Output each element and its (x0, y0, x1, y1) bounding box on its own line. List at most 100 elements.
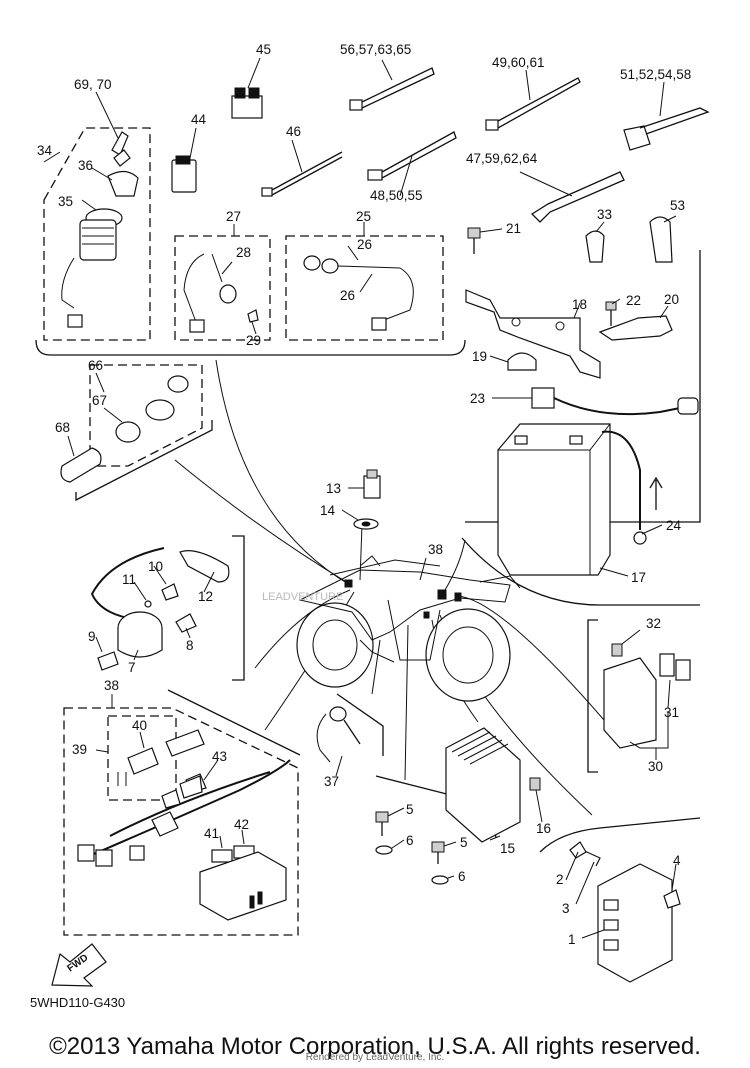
callout-38-group: 38 (104, 678, 119, 693)
part-36-switch-cover (107, 170, 139, 197)
part-22-screw (605, 301, 617, 326)
part-46-band (261, 151, 343, 197)
part-69-70-key (111, 131, 131, 167)
callout-15: 15 (500, 841, 515, 856)
part-51-holder (623, 107, 710, 151)
callout-49-60-61: 49,60,61 (492, 55, 545, 70)
part-16-bolt (529, 777, 541, 791)
part-24-cable (601, 430, 663, 545)
part-12-fitting (179, 550, 230, 583)
part-44-connector (171, 155, 197, 193)
callout-7: 7 (128, 660, 136, 675)
callout-36: 36 (78, 158, 93, 173)
callout-18: 18 (572, 297, 587, 312)
callout-69-70: 69, 70 (74, 77, 112, 92)
part-49-band (485, 77, 581, 131)
callout-11: 11 (122, 572, 136, 587)
callout-29: 29 (246, 333, 261, 348)
part-66-67-socket (115, 375, 189, 443)
callout-28: 28 (236, 245, 251, 260)
part-7-horn (90, 547, 165, 658)
callout-5-b: 5 (460, 835, 468, 850)
callout-31: 31 (664, 705, 679, 720)
callout-46: 46 (286, 124, 301, 139)
callout-66: 66 (88, 358, 103, 373)
callout-33: 33 (597, 207, 612, 222)
callout-43: 43 (212, 749, 227, 764)
drawing-code: 5WHD110-G430 (30, 995, 126, 1010)
part-45-connector (231, 87, 263, 119)
callout-34: 34 (37, 143, 53, 158)
callout-47-59-62-64: 47,59,62,64 (466, 151, 538, 166)
callout-35: 35 (58, 194, 73, 209)
callout-44: 44 (191, 112, 207, 127)
part-68-cap (60, 447, 102, 483)
callout-26-top: 26 (357, 237, 372, 252)
callout-labels: 69, 70 34 36 35 44 45 46 56,57,63,65 49,… (37, 42, 691, 947)
callout-9: 9 (88, 629, 96, 644)
callout-51-52-54-58: 51,52,54,58 (620, 67, 691, 82)
callout-6-b: 6 (458, 869, 466, 884)
callout-25: 25 (356, 209, 371, 224)
callout-27: 27 (226, 209, 241, 224)
callout-16: 16 (536, 821, 551, 836)
part-56-band (349, 67, 435, 111)
watermark-text: Rendered by LeadVenture, Inc. (305, 1052, 445, 1063)
callout-67: 67 (92, 393, 107, 408)
part-53-clamp (649, 216, 673, 263)
part-19-damper (507, 352, 537, 371)
callout-19: 19 (472, 349, 487, 364)
callout-40: 40 (132, 718, 147, 733)
callout-23: 23 (470, 391, 485, 406)
callout-22: 22 (626, 293, 641, 308)
part-28-cap (183, 253, 237, 333)
callout-39: 39 (72, 742, 87, 757)
part-20-cover (598, 315, 673, 341)
callout-14: 14 (320, 503, 336, 518)
part-23-relay-and-lead (531, 387, 699, 416)
part-25-lead (303, 255, 414, 331)
callout-4: 4 (673, 853, 681, 868)
copyright-text: ©2013 Yamaha Motor Corporation, U.S.A. A… (49, 1033, 701, 1060)
callout-30: 30 (648, 759, 663, 774)
svg-text:LEADVENTURE: LEADVENTURE (262, 591, 343, 603)
part-14-gasket (353, 518, 379, 530)
callout-38-atv: 38 (428, 542, 443, 557)
callout-21: 21 (506, 221, 521, 236)
part-38-harness (77, 759, 291, 867)
part-13-switch (363, 469, 381, 499)
callout-1: 1 (568, 932, 576, 947)
callout-42: 42 (234, 817, 249, 832)
callout-26-bottom: 26 (340, 288, 355, 303)
part-37-sensor (316, 706, 361, 763)
fwd-arrow-icon: FWD (51, 943, 107, 987)
callout-10: 10 (148, 559, 163, 574)
part-29-plug (247, 309, 259, 323)
callout-8: 8 (186, 638, 194, 653)
callout-56-57-63-65: 56,57,63,65 (340, 42, 411, 57)
part-15-rectifier (445, 727, 521, 843)
callout-68: 68 (55, 420, 70, 435)
callout-53: 53 (670, 198, 685, 213)
part-1-4-cdi (569, 841, 681, 983)
part-30-32-relay (603, 643, 691, 749)
callout-5-a: 5 (406, 802, 414, 817)
part-47-band (530, 171, 625, 223)
part-9-collar (97, 651, 119, 671)
callout-leaders (43, 57, 677, 939)
callout-20: 20 (664, 292, 679, 307)
callout-17: 17 (631, 570, 646, 585)
atv-outline: LEADVENTURE (262, 555, 521, 702)
callout-13: 13 (326, 481, 341, 496)
callout-2: 2 (556, 872, 564, 887)
callout-12: 12 (198, 589, 213, 604)
part-41-43-fuses (179, 775, 287, 921)
part-5-6-bolts (375, 811, 449, 885)
part-35-main-switch (61, 208, 123, 328)
callout-32: 32 (646, 616, 661, 631)
part-18-bracket (465, 289, 601, 379)
part-17-battery (497, 423, 611, 576)
callout-41: 41 (204, 826, 219, 841)
